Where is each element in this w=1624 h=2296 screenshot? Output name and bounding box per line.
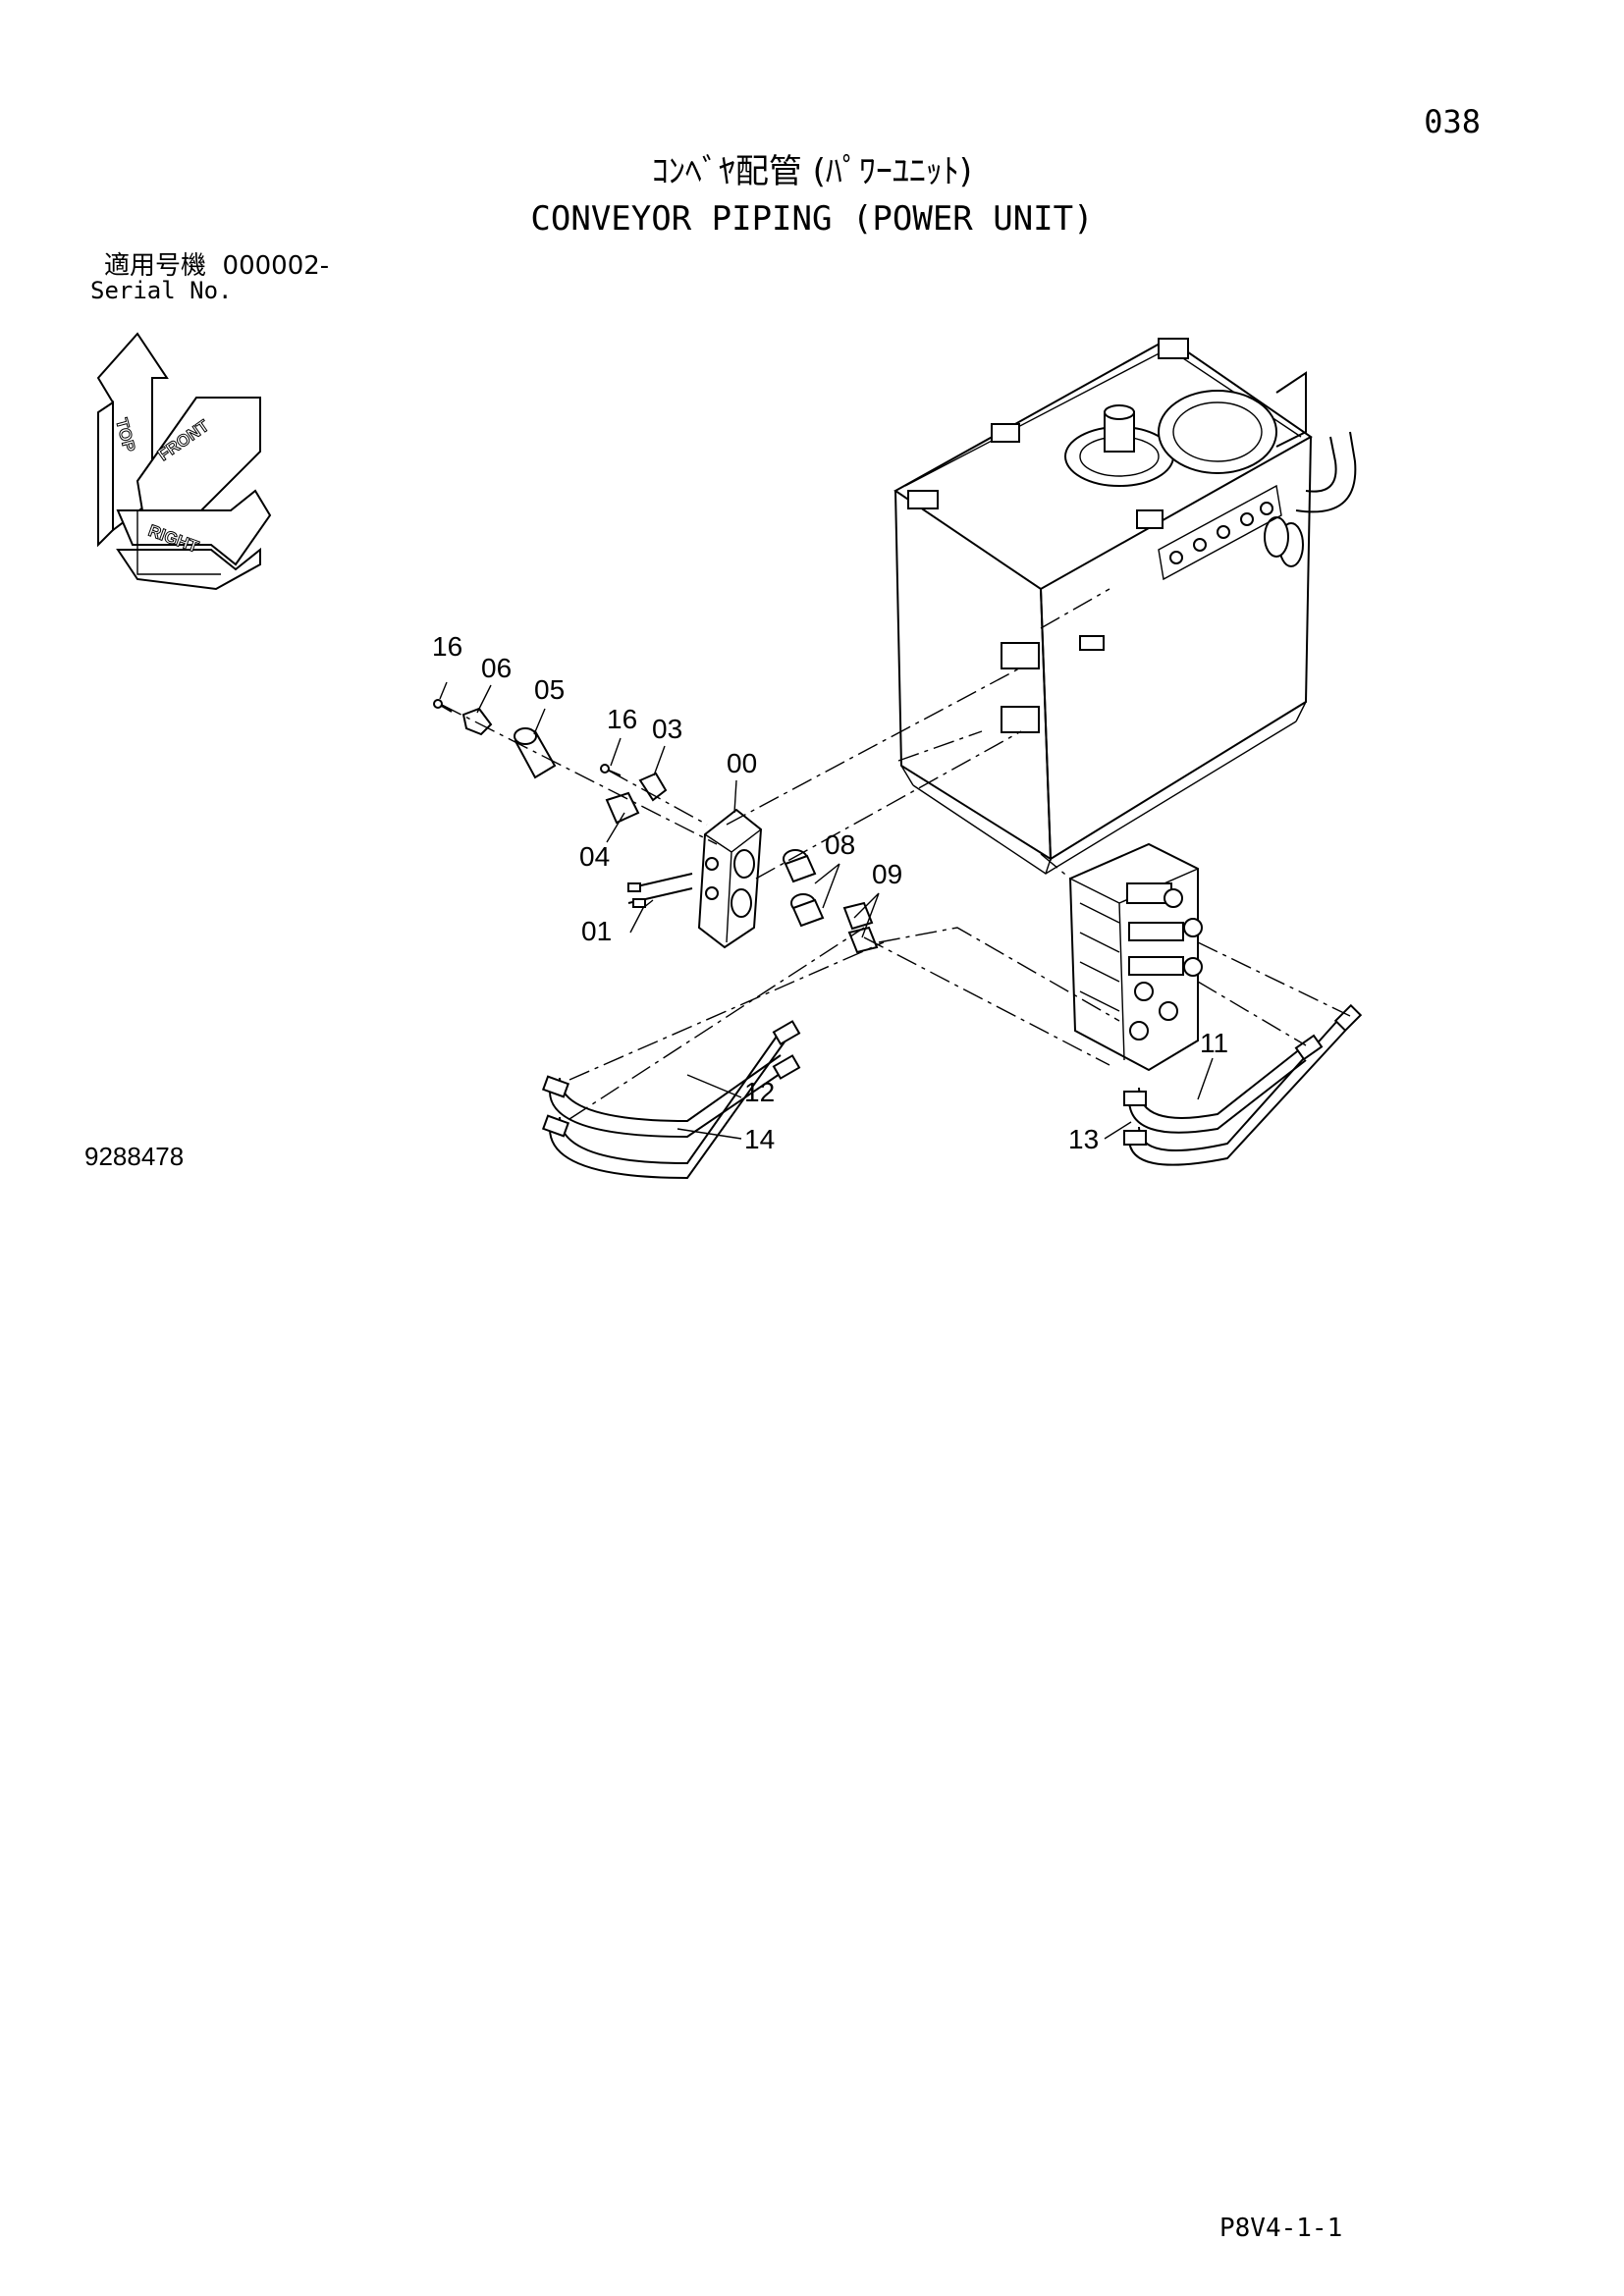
serial-value: 000002- bbox=[222, 251, 330, 281]
callout-labels: 16 06 05 16 03 00 04 08 09 01 11 12 14 1… bbox=[432, 631, 1228, 1154]
page-title-japanese: ｺﾝﾍﾞﾔ配管 (ﾊﾟﾜｰﾕﾆｯﾄ) bbox=[651, 152, 973, 191]
page-number: 038 bbox=[1424, 103, 1481, 140]
callout-03: 03 bbox=[652, 714, 682, 744]
page-title-english: CONVEYOR PIPING (POWER UNIT) bbox=[530, 199, 1094, 239]
callout-01: 01 bbox=[581, 916, 612, 946]
serial-label-english: Serial No. bbox=[90, 277, 233, 304]
callout-16: 16 bbox=[432, 631, 462, 662]
callout-12: 12 bbox=[744, 1077, 775, 1107]
drawing-number: 9288478 bbox=[84, 1142, 185, 1171]
callout-04: 04 bbox=[579, 841, 610, 872]
callout-09: 09 bbox=[872, 859, 902, 889]
callout-13: 13 bbox=[1068, 1124, 1099, 1154]
callout-05: 05 bbox=[534, 674, 565, 705]
serial-range: 適用号機 000002- bbox=[104, 253, 329, 279]
assembly-centerlines bbox=[441, 588, 1351, 1120]
leader-lines bbox=[439, 681, 1214, 1140]
orientation-indicator: TOP FRONT RIGHT bbox=[96, 332, 272, 591]
callout-08: 08 bbox=[825, 829, 855, 860]
manifold-block bbox=[697, 808, 763, 949]
callout-06: 06 bbox=[481, 653, 512, 683]
page-code: P8V4-1-1 bbox=[1219, 2214, 1343, 2243]
hoses bbox=[541, 1003, 1363, 1180]
serial-label-japanese: 適用号機 bbox=[104, 251, 207, 281]
callout-00: 00 bbox=[727, 748, 757, 778]
hydraulic-tank bbox=[893, 337, 1357, 875]
callout-16: 16 bbox=[607, 704, 637, 734]
callout-11: 11 bbox=[1200, 1028, 1228, 1058]
control-valve bbox=[1068, 842, 1203, 1072]
callout-14: 14 bbox=[744, 1124, 775, 1154]
